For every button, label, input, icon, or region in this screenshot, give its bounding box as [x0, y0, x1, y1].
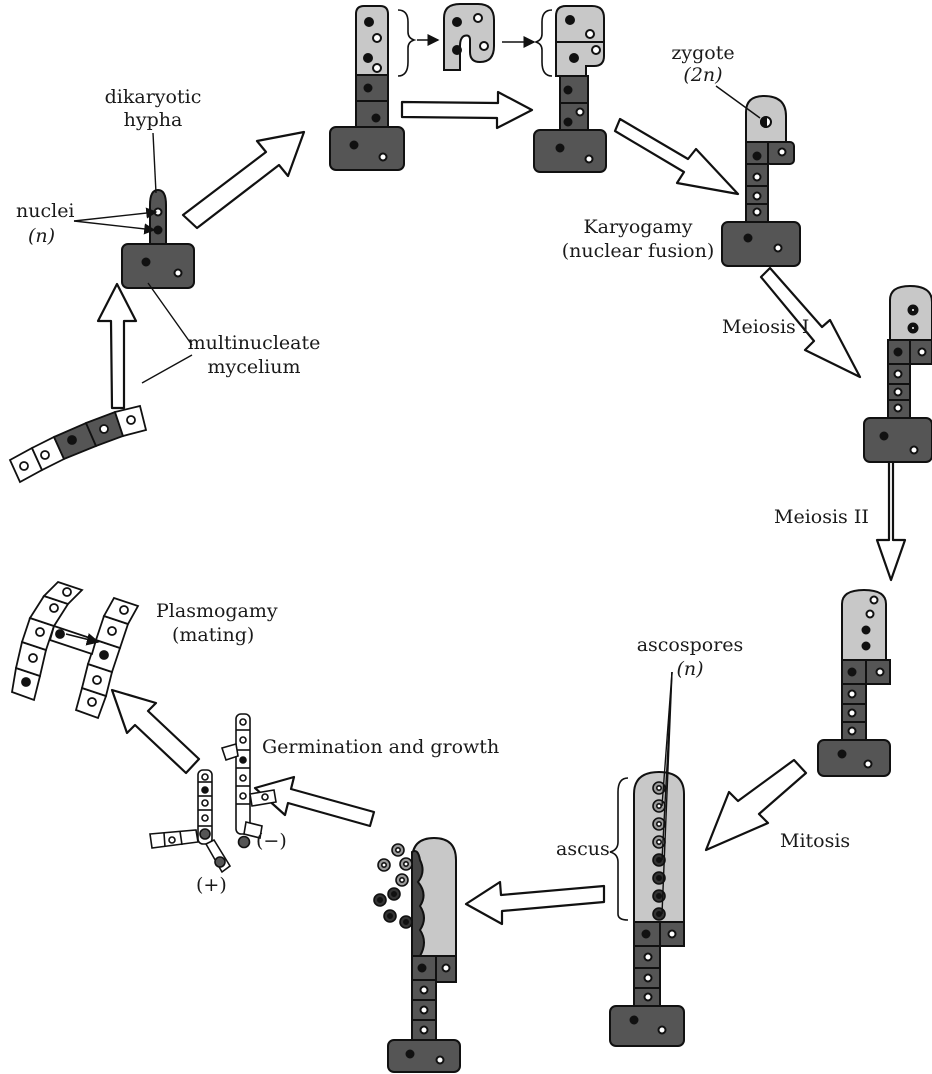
label-mating: (mating) [172, 624, 255, 646]
label-zygote-2n: (2n) [683, 64, 723, 86]
label-zygote: zygote [671, 42, 735, 64]
cycle-arrow-6 [704, 758, 808, 852]
label-meiosis-1: Meiosis I [722, 316, 810, 338]
cycle-arrow-9 [110, 688, 201, 775]
cycle-arrow-7 [464, 880, 606, 926]
label-plus: (+) [196, 874, 227, 896]
germinating-spore-minus [220, 713, 277, 849]
cycle-arrow-5 [875, 459, 907, 582]
cycle-arrow-3 [613, 117, 740, 196]
label-plasmogamy: Plasmogamy [156, 600, 278, 622]
label-mycelium: mycelium [207, 356, 301, 378]
cycle-arrow-10 [96, 282, 138, 410]
cycle-arrow-8 [253, 775, 376, 828]
plasmogamy-hyphae [10, 580, 140, 720]
meiosis-1-ascus [863, 284, 932, 463]
label-meiosis-2: Meiosis II [774, 506, 869, 528]
germinating-spore-plus [149, 769, 232, 874]
label-ascospores-n: (n) [676, 658, 704, 680]
label-dikaryotic: dikaryotic [104, 86, 202, 108]
label-ascus: ascus [556, 838, 610, 860]
label-nuclei: nuclei [16, 200, 75, 222]
label-karyogamy: Karyogamy [583, 216, 693, 238]
mature-ascus [609, 770, 685, 1047]
ascospores-in-ascus [652, 781, 666, 921]
label-mitosis: Mitosis [780, 830, 851, 852]
ruptured-ascus [387, 836, 461, 1073]
label-hypha: hypha [123, 109, 183, 131]
label-germination: Germination and growth [262, 736, 500, 758]
meiosis-2-ascus [817, 588, 891, 777]
crozier-hook-cell [443, 3, 495, 71]
cycle-arrow-4 [759, 266, 862, 379]
released-ascospores [373, 843, 413, 929]
cycle-arrow-2 [400, 90, 534, 130]
crozier-stage-1 [329, 5, 405, 171]
zygote-cell [721, 94, 801, 267]
label-nuclei-n: (n) [28, 225, 56, 247]
cycle-arrow-1 [181, 130, 306, 230]
multinucleate-mycelium-hypha [8, 404, 148, 484]
dikaryotic-hypha-cell [121, 188, 195, 289]
crozier-stage-2 [533, 5, 607, 173]
label-minus: (−) [256, 830, 287, 852]
label-ascospores: ascospores [636, 634, 744, 656]
label-multinucleate: multinucleate [187, 332, 321, 354]
label-nuclear-fusion: (nuclear fusion) [561, 240, 715, 262]
